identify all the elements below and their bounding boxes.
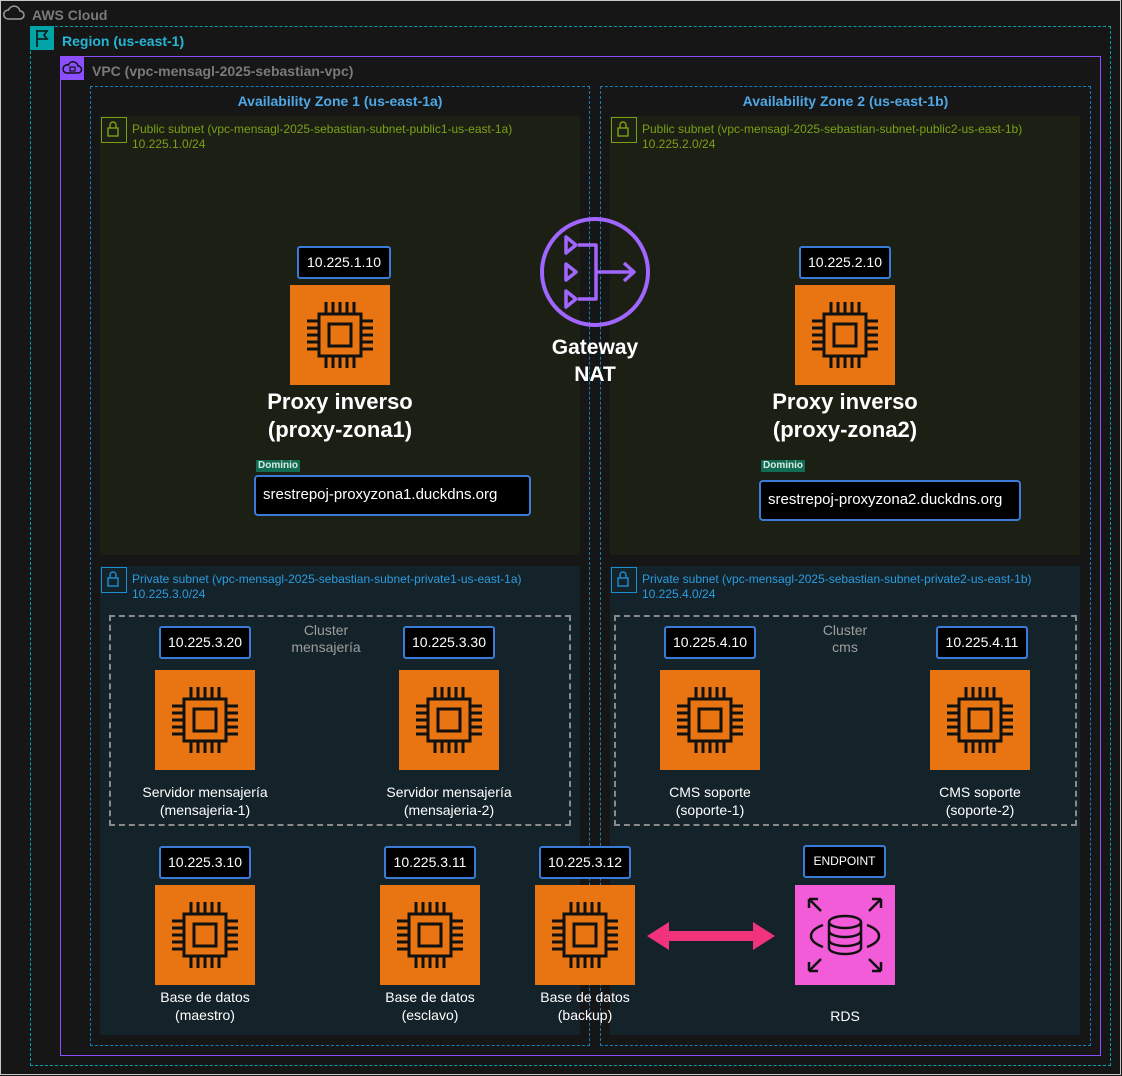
ec2-chip-icon xyxy=(155,885,255,985)
db-maestro-ip: 10.225.3.10 xyxy=(159,846,251,879)
soporte-2-ip: 10.225.4.11 xyxy=(936,626,1028,659)
private-subnet-1-cidr: 10.225.3.0/24 xyxy=(132,587,206,601)
rds-database-icon xyxy=(795,885,895,985)
ec2-chip-icon xyxy=(155,670,255,770)
mensajeria-2-label: Servidor mensajería (mensajeria-2) xyxy=(386,784,512,818)
vpc-label: VPC (vpc-mensagl-2025-sebastian-vpc) xyxy=(92,63,354,79)
ec2-chip-icon xyxy=(660,670,760,770)
vpc-cloud-icon xyxy=(60,56,84,80)
private-subnet-1-name: Private subnet (vpc-mensagl-2025-sebasti… xyxy=(132,572,522,586)
nat-gateway-icon xyxy=(540,217,650,327)
proxy-zona1-domain-tag: Dominio xyxy=(256,460,300,472)
lock-icon xyxy=(101,567,127,593)
region-label: Region (us-east-1) xyxy=(62,33,185,49)
flag-icon xyxy=(30,26,54,50)
public-subnet-2-name: Public subnet (vpc-mensagl-2025-sebastia… xyxy=(642,122,1023,136)
cloud-icon xyxy=(3,5,25,20)
cluster-mensajeria-label: Cluster mensajería xyxy=(291,622,361,655)
region-group xyxy=(30,26,1111,1066)
proxy-zona2-ip: 10.225.2.10 xyxy=(799,246,891,279)
cluster-cms-label: Cluster cms xyxy=(822,622,868,655)
mensajeria-2-ip: 10.225.3.30 xyxy=(403,626,495,659)
private-subnet-2-cidr: 10.225.4.0/24 xyxy=(642,587,716,601)
proxy-zona2-domain[interactable]: srestrepoj-proxyzona2.duckdns.org xyxy=(759,480,1021,521)
mensajeria-1-ip: 10.225.3.20 xyxy=(159,626,251,659)
vpc-group xyxy=(60,56,1101,1056)
availability-zone-2-label: Availability Zone 2 (us-east-1b) xyxy=(742,93,949,109)
lock-icon xyxy=(611,567,637,593)
cluster-cms xyxy=(614,615,1077,826)
availability-zone-1-label: Availability Zone 1 (us-east-1a) xyxy=(237,93,443,109)
db-esclavo-ip: 10.225.3.11 xyxy=(384,846,476,879)
lock-icon xyxy=(611,117,637,143)
ec2-chip-icon xyxy=(399,670,499,770)
availability-zone-1 xyxy=(90,86,590,1046)
cluster-mensajeria xyxy=(109,615,571,826)
ec2-chip-icon xyxy=(290,285,390,385)
private-subnet-2-name: Private subnet (vpc-mensagl-2025-sebasti… xyxy=(642,572,1032,586)
db-backup-ip: 10.225.3.12 xyxy=(539,846,631,879)
soporte-2-label: CMS soporte (soporte-2) xyxy=(939,784,1021,818)
ec2-chip-icon xyxy=(380,885,480,985)
availability-zone-2 xyxy=(600,86,1091,1046)
lock-icon xyxy=(101,117,127,143)
rds-endpoint-label: ENDPOINT xyxy=(803,845,886,878)
mensajeria-1-label: Servidor mensajería (mensajeria-1) xyxy=(142,784,268,818)
aws-cloud-label: AWS Cloud xyxy=(32,7,108,23)
ec2-chip-icon xyxy=(930,670,1030,770)
proxy-zona1-label: Proxy inverso (proxy-zona1) xyxy=(267,389,413,442)
soporte-1-label: CMS soporte (soporte-1) xyxy=(669,784,751,818)
proxy-zona2-domain-tag: Dominio xyxy=(761,460,805,472)
proxy-zona2-label: Proxy inverso (proxy-zona2) xyxy=(772,389,918,442)
db-esclavo-label: Base de datos (esclavo) xyxy=(385,989,475,1023)
public-subnet-2-cidr: 10.225.2.0/24 xyxy=(642,137,716,151)
ec2-chip-icon xyxy=(795,285,895,385)
ec2-chip-icon xyxy=(535,885,635,985)
proxy-zona1-ip: 10.225.1.10 xyxy=(297,246,391,279)
db-maestro-label: Base de datos (maestro) xyxy=(160,989,250,1023)
db-backup-label: Base de datos (backup) xyxy=(540,989,630,1023)
nat-gateway-label: Gateway NAT xyxy=(551,336,639,386)
rds-label: RDS xyxy=(830,1008,860,1024)
public-subnet-1-name: Public subnet (vpc-mensagl-2025-sebastia… xyxy=(132,122,513,136)
soporte-1-ip: 10.225.4.10 xyxy=(664,626,756,659)
replication-arrow xyxy=(647,922,775,950)
proxy-zona1-domain[interactable]: srestrepoj-proxyzona1.duckdns.org xyxy=(254,475,531,516)
public-subnet-1-cidr: 10.225.1.0/24 xyxy=(132,137,206,151)
